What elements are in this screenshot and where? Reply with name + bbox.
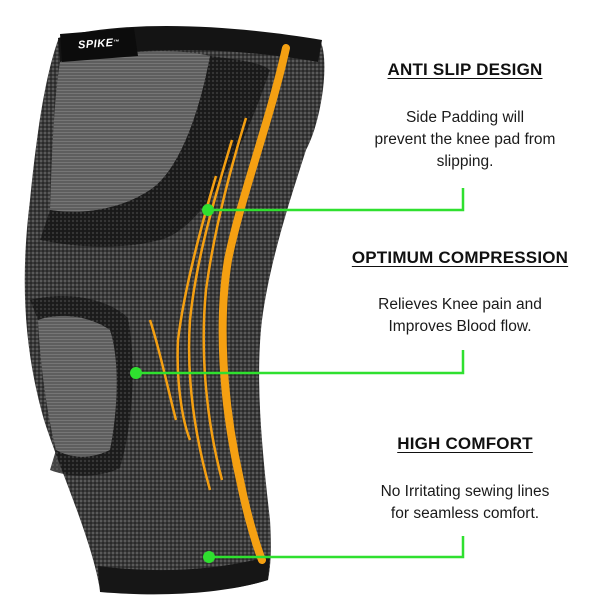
description-line: prevent the knee pad from (374, 131, 556, 148)
description-line: Relieves Knee pain and (378, 296, 542, 313)
feature-title: OPTIMUM COMPRESSION (351, 248, 569, 267)
feature-description: Side Padding will prevent the knee pad f… (340, 107, 590, 173)
callout-comfort (209, 536, 465, 559)
description-line: No Irritating sewing lines (380, 483, 550, 500)
description-line: slipping. (436, 153, 494, 170)
feature-compression: OPTIMUM COMPRESSION Relieves Knee pain a… (330, 248, 590, 338)
callout-compression (136, 350, 465, 375)
upper-dark-band (40, 56, 270, 247)
description-line: Side Padding will (405, 109, 525, 126)
lower-light-panel (38, 315, 117, 457)
brand-name: SPIKE (77, 37, 114, 52)
feature-title: HIGH COMFORT (397, 434, 533, 453)
callout-dot-compression (130, 367, 142, 379)
bottom-cuff (98, 556, 270, 595)
callout-dot-anti-slip (202, 204, 214, 216)
callout-dot-comfort (203, 551, 215, 563)
brand-logo: SPIKE™ (59, 27, 139, 60)
orange-main-stripe (218, 44, 290, 564)
feature-anti-slip: ANTI SLIP DESIGN Side Padding will preve… (340, 60, 590, 173)
feature-title: ANTI SLIP DESIGN (387, 60, 543, 79)
brand-tag (60, 28, 138, 62)
description-line: for seamless comfort. (390, 505, 540, 522)
feature-description: No Irritating sewing lines for seamless … (340, 481, 590, 525)
description-line: Improves Blood flow. (388, 318, 532, 335)
lower-dark-band (30, 296, 133, 476)
feature-comfort: HIGH COMFORT No Irritating sewing lines … (340, 434, 590, 525)
feature-description: Relieves Knee pain and Improves Blood fl… (330, 294, 590, 338)
upper-light-panel (50, 51, 210, 212)
trademark-mark: ™ (113, 39, 121, 46)
callout-anti-slip (208, 188, 465, 212)
